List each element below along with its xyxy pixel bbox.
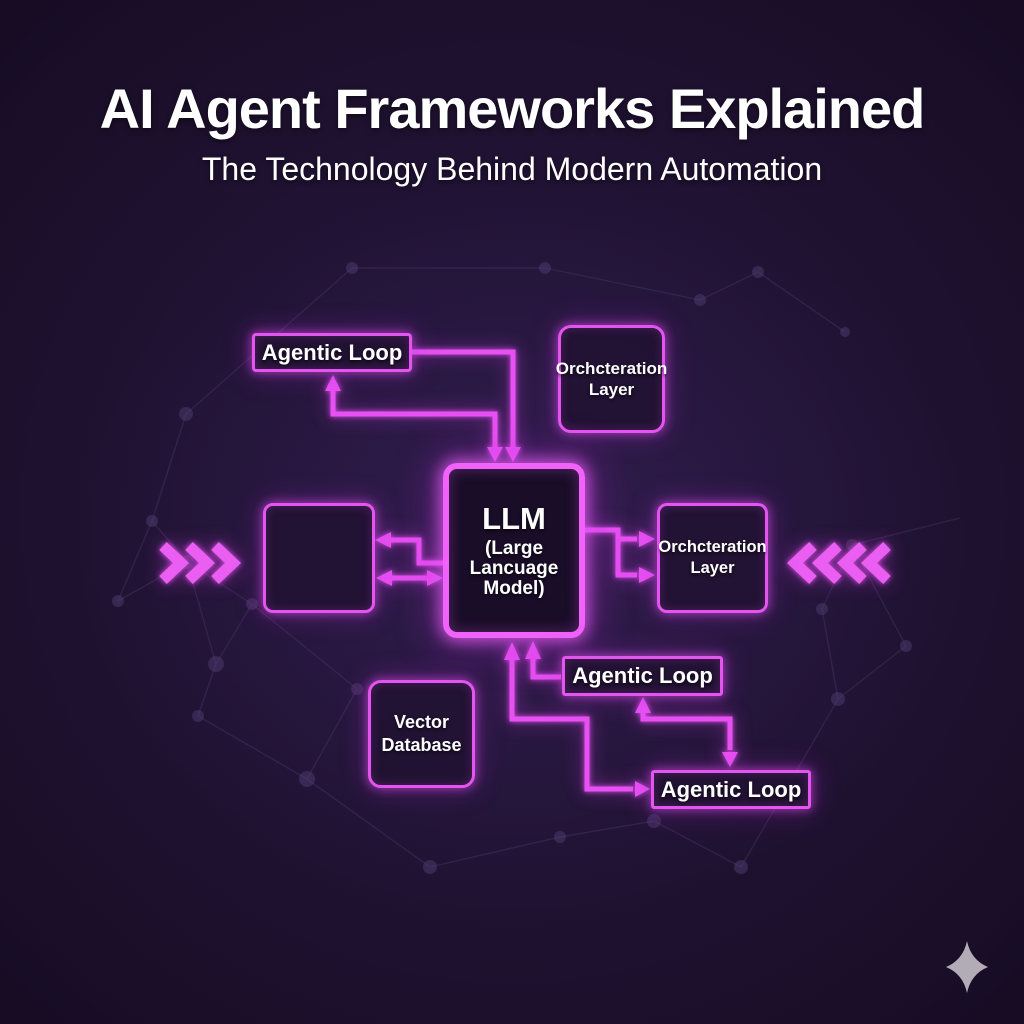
node-label: Agentic Loop — [261, 339, 403, 365]
node-llm: LLM (Large Lancuage Model) — [443, 463, 585, 638]
connector-agentic-middle-to-agentic-bottom — [635, 697, 738, 767]
quad-chevron-left-icon — [786, 542, 891, 584]
connector-agentic-top-to-llm — [412, 349, 521, 462]
node-orchestration-layer-top: Orchcteration Layer — [555, 325, 668, 433]
node-label-line: (Large — [484, 538, 544, 559]
connector-agentic-middle-to-llm — [525, 641, 561, 680]
node-label-line: Database — [381, 735, 462, 755]
node-label-line: Layer — [690, 559, 735, 577]
connector-llm-to-agentic-bottom — [504, 642, 650, 797]
node-agentic-loop-top: Agentic Loop — [252, 333, 412, 372]
connector-llm-to-blank-left — [375, 532, 443, 566]
node-label-line: Model) — [483, 578, 545, 599]
node-label-line: Orchcteration — [658, 538, 767, 556]
node-label-line: Lancuage — [469, 558, 559, 579]
node-blank-left — [263, 503, 375, 613]
triple-chevron-right-icon — [159, 542, 242, 584]
node-label-line: Layer — [588, 380, 635, 399]
node-vector-database: Vector Database — [368, 680, 475, 788]
node-orchestration-layer-right: Orchcteration Layer — [657, 503, 768, 613]
page-subtitle: The Technology Behind Modern Automation — [201, 151, 823, 187]
connector-llm-to-orchestration-right — [583, 527, 655, 583]
node-label-line: Orchcteration — [555, 359, 668, 378]
page-title: AI Agent Frameworks Explained — [99, 77, 926, 140]
node-label: Agentic Loop — [660, 776, 802, 802]
node-label-line: Vector — [393, 712, 450, 732]
node-agentic-loop-bottom: Agentic Loop — [651, 770, 811, 809]
node-agentic-loop-middle: Agentic Loop — [562, 656, 723, 696]
node-heading: LLM — [482, 501, 546, 536]
connector-llm-to-agentic-top — [325, 375, 503, 462]
node-label: Agentic Loop — [572, 663, 713, 688]
connector-blank-left-llm-bidirectional — [376, 570, 443, 586]
